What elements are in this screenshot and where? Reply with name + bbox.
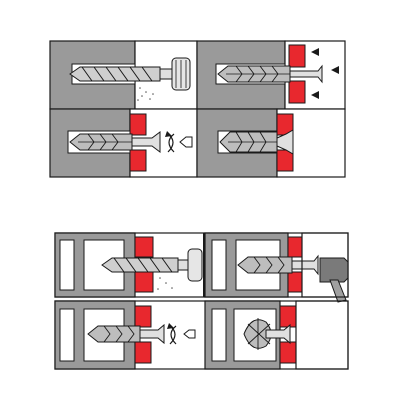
fixture-plate-upper — [134, 236, 154, 258]
step-2-insert — [196, 40, 346, 110]
hb-step-4-knotted — [204, 300, 297, 370]
hb-step-2-hammer — [203, 232, 349, 303]
step-3-screw — [49, 108, 198, 178]
arrow-left-icon — [331, 66, 339, 74]
solid-wall-sequence — [49, 40, 346, 178]
arrow-left-icon — [311, 48, 319, 56]
arrow-left-icon — [311, 91, 319, 99]
fixture-plate-lower — [279, 341, 297, 364]
expanded-dowel-icon — [219, 129, 294, 155]
drill-icon — [69, 57, 191, 91]
fixture-plate-lower — [288, 80, 306, 104]
fixture-plate-upper — [134, 305, 152, 328]
hb-step-3-screw — [54, 300, 196, 370]
fixture-plate-lower — [134, 271, 154, 293]
fixture-plate-upper — [288, 44, 306, 68]
hollow-brick-sequence — [54, 232, 349, 370]
screwdriver-icon — [87, 323, 196, 345]
fixture-plate-upper — [287, 236, 303, 258]
step-1-drill — [49, 40, 198, 110]
drill-icon — [101, 248, 203, 282]
fixture-plate-lower — [129, 149, 147, 172]
knotted-dowel-icon — [243, 318, 291, 350]
hb-step-1-drill — [54, 232, 203, 298]
drill-dust — [137, 87, 154, 101]
screwdriver-icon — [69, 131, 193, 153]
fixture-plate-lower — [134, 341, 152, 364]
fixture-plate-upper — [279, 305, 297, 328]
fixture-plate-upper — [129, 113, 147, 136]
fixture-plate-lower — [287, 271, 303, 293]
step-4-expanded — [196, 108, 346, 178]
dowel-insert-icon — [237, 254, 319, 276]
dowel-insert-icon — [217, 64, 323, 84]
drill-dust — [157, 277, 173, 290]
